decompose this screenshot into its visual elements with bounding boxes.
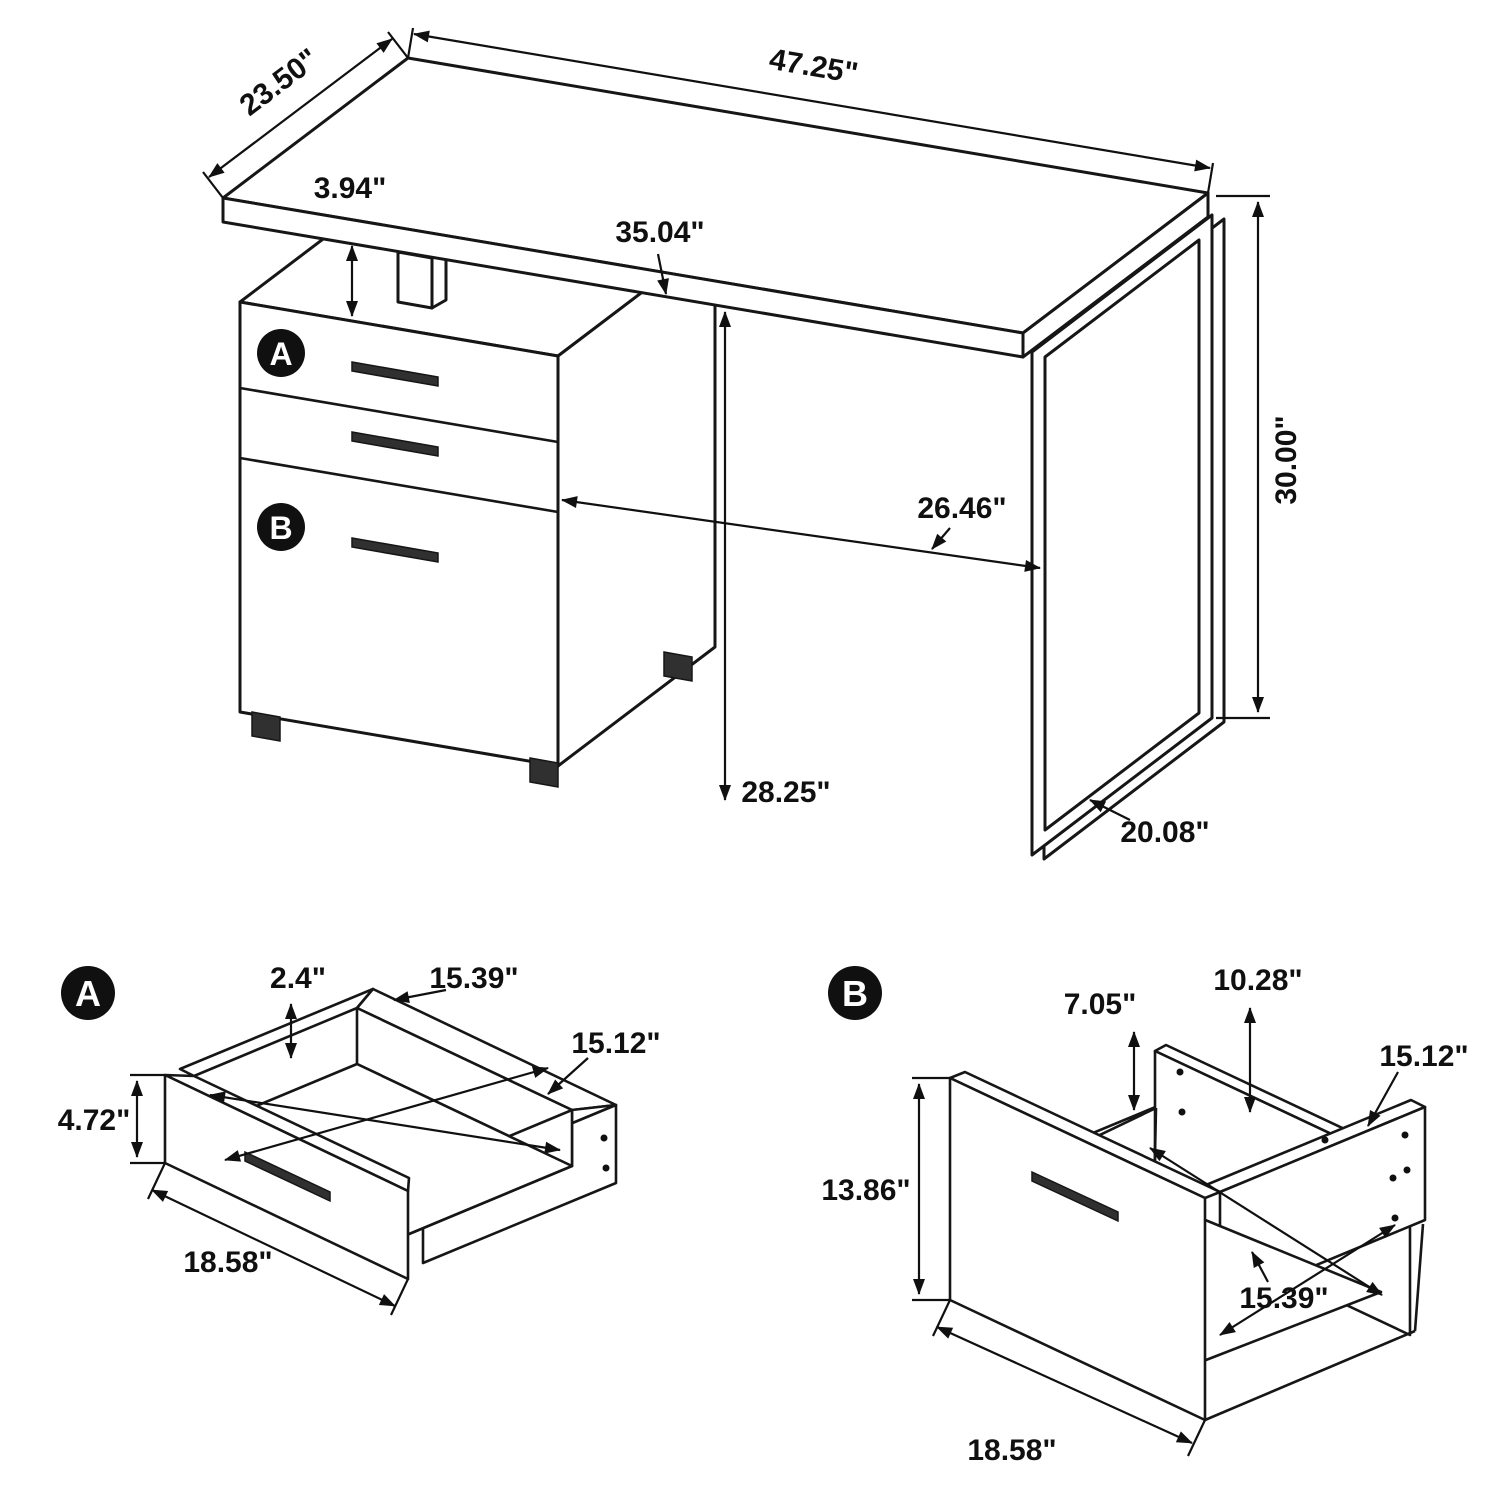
dim-top-depth-label: 23.50" — [234, 42, 325, 122]
drawer-a-left-wall-top — [178, 987, 375, 1078]
drawer-b-handle — [1031, 1170, 1119, 1223]
drawer-b-screw-dot — [1401, 1131, 1409, 1139]
dim-gap: 3.94" — [314, 172, 387, 317]
dim-top-width-label: 47.25" — [767, 43, 861, 90]
detail-a-view: A 4.72" 18.58" 2.4" — [58, 962, 661, 1316]
dim-a-width: 18.58" — [147, 1162, 409, 1316]
dim-b-width-ticks — [932, 1299, 1206, 1457]
dim-b-inner-depth-label: 15.39" — [1239, 1282, 1328, 1315]
dim-b-inner-width-label: 15.12" — [1379, 1040, 1468, 1073]
dim-a-width-label: 18.58" — [183, 1246, 272, 1279]
dim-b-inner-width-leader — [1367, 1071, 1399, 1127]
desktop-right-face — [1021, 191, 1210, 359]
dim-overall-height-label: 30.00" — [1270, 415, 1303, 504]
detail-a-marker: A — [61, 966, 115, 1020]
dim-a-height-ticks — [130, 1073, 165, 1165]
dim-knee-width-leader — [931, 527, 951, 550]
dim-a-inner-width-label: 15.12" — [571, 1027, 660, 1060]
dim-a-width-ticks — [147, 1162, 409, 1316]
drawer-b-screw-dot — [1403, 1166, 1411, 1174]
detail-b-view: B 13.86" 18.58" 7.05" — [821, 964, 1468, 1467]
drawer-b-marker-circle — [257, 503, 305, 551]
dim-overall-height-ticks — [1216, 194, 1270, 720]
dim-top-width-ticks — [406, 27, 1215, 194]
dim-a-height: 4.72" — [58, 1073, 165, 1165]
dim-leg-base-leader — [1089, 799, 1131, 821]
dim-a-inner-width-leader — [547, 1057, 589, 1095]
drawer-b-screw-dot — [1321, 1136, 1329, 1144]
dim-a-inner-width-line — [209, 1091, 561, 1154]
detail-b-marker: B — [828, 966, 882, 1020]
dim-b-width-line — [936, 1325, 1193, 1445]
detail-a-marker-circle — [61, 966, 115, 1020]
drawer-divider-lines — [239, 386, 559, 514]
dim-a-height-label: 4.72" — [58, 1104, 131, 1137]
dim-b-back-height-label: 10.28" — [1213, 964, 1302, 997]
drawer-a-marker-circle — [257, 329, 305, 377]
drawer-b-screw-dot — [1178, 1108, 1186, 1116]
drawer-handle-top — [351, 361, 439, 387]
dim-top-width-line — [413, 30, 1211, 172]
dim-b-side-height-label: 7.05" — [1064, 988, 1137, 1021]
detail-b-marker-circle — [828, 966, 882, 1020]
dim-b-width: 18.58" — [932, 1299, 1206, 1467]
drawer-a-marker-label: A — [269, 336, 292, 372]
dim-b-inner-depth-line — [1219, 1224, 1396, 1336]
main-desk-view: A B 23.50" 47.25" 3.94" 35.04" — [202, 27, 1303, 861]
drawer-b-bottom-edges — [1204, 1223, 1425, 1422]
dim-knee-width: 26.46" — [561, 492, 1041, 572]
dim-b-inner-depth: 15.39" — [1219, 1224, 1396, 1336]
drawer-b-screw-dot — [1176, 1068, 1184, 1076]
detail-b-marker-label: B — [842, 973, 868, 1014]
dim-a-width-line — [151, 1189, 396, 1307]
dim-knee-width-line — [561, 496, 1041, 572]
dim-b-height-ticks — [912, 1076, 950, 1302]
drawer-handle-file — [351, 537, 439, 563]
dim-b-side-height: 7.05" — [1064, 988, 1140, 1111]
dim-b-height: 13.86" — [821, 1076, 950, 1302]
drawer-b-marker: B — [257, 503, 305, 551]
drawer-b-screw-dot — [1389, 1174, 1397, 1182]
drawer-a-screw-dot — [600, 1134, 608, 1142]
dim-clearance-label: 28.25" — [741, 776, 830, 809]
drawer-a-marker: A — [257, 329, 305, 377]
dim-a-rail-label: 2.4" — [270, 962, 326, 995]
dim-underside-label: 35.04" — [615, 216, 704, 249]
dim-b-back-height: 10.28" — [1213, 964, 1303, 1113]
drawer-b-screw-dot — [1391, 1214, 1399, 1222]
dim-top-depth-ticks — [202, 31, 409, 199]
dim-top-depth-line — [208, 38, 393, 178]
dim-a-inner-width: 15.12" — [209, 1027, 661, 1154]
dim-overall-height: 30.00" — [1216, 194, 1303, 720]
connector-bracket — [396, 250, 434, 310]
dim-b-width-label: 18.58" — [967, 1434, 1056, 1467]
drawer-a-screw-dot — [602, 1164, 610, 1172]
dim-a-inner-depth-label: 15.39" — [429, 962, 518, 995]
detail-a-marker-label: A — [75, 973, 101, 1014]
drawer-b-marker-label: B — [269, 510, 292, 546]
dim-knee-width-label: 26.46" — [917, 492, 1006, 525]
dim-gap-label: 3.94" — [314, 172, 387, 205]
dim-a-rail: 2.4" — [270, 962, 326, 1059]
dim-underside: 35.04" — [615, 216, 705, 295]
dim-leg-base: 20.08" — [1089, 799, 1210, 849]
dim-a-inner-depth-leader — [393, 988, 447, 1004]
cabinet-feet — [251, 651, 693, 788]
dim-underside-leader — [656, 253, 669, 295]
dim-b-height-label: 13.86" — [821, 1174, 910, 1207]
dim-clearance: 28.25" — [719, 311, 831, 809]
dim-leg-base-label: 20.08" — [1120, 816, 1209, 849]
drawer-handle-middle — [351, 431, 439, 457]
